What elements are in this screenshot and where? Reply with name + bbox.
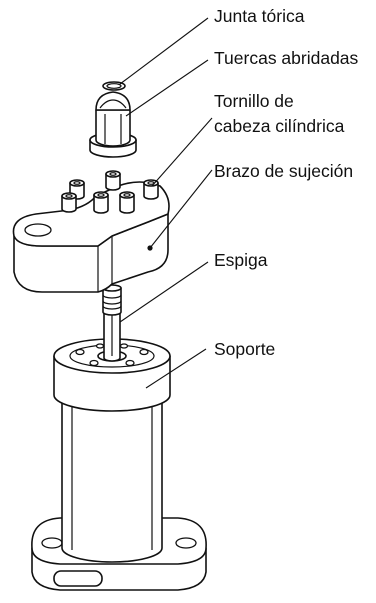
screw — [119, 191, 135, 214]
label-support: Soporte — [214, 339, 275, 359]
leader-flange-nuts — [125, 59, 209, 117]
labels: Junta tórica Tuercas abridadas Tornillo … — [214, 6, 359, 359]
leader-lines — [119, 17, 213, 389]
screw — [93, 191, 109, 214]
label-clamp-arm: Brazo de sujeción — [214, 161, 353, 181]
label-screw-line1: Tornillo de — [214, 91, 294, 111]
leader-pin — [119, 261, 209, 323]
leader-o-ring — [119, 17, 209, 85]
support-body — [53, 338, 171, 563]
pin — [102, 284, 122, 362]
screw — [143, 179, 159, 200]
label-flange-nuts: Tuercas abridadas — [214, 48, 359, 68]
leader-clamp-arm — [149, 169, 213, 249]
leader-screw — [151, 117, 213, 187]
screw — [61, 192, 77, 213]
screw — [105, 170, 121, 191]
label-pin: Espiga — [214, 250, 268, 270]
label-o-ring: Junta tórica — [214, 6, 305, 26]
socket-head-screws — [61, 170, 159, 214]
flanged-nut — [89, 91, 137, 158]
o-ring — [102, 81, 126, 91]
leader-support — [145, 348, 207, 389]
label-screw-line2: cabeza cilíndrica — [214, 116, 345, 136]
